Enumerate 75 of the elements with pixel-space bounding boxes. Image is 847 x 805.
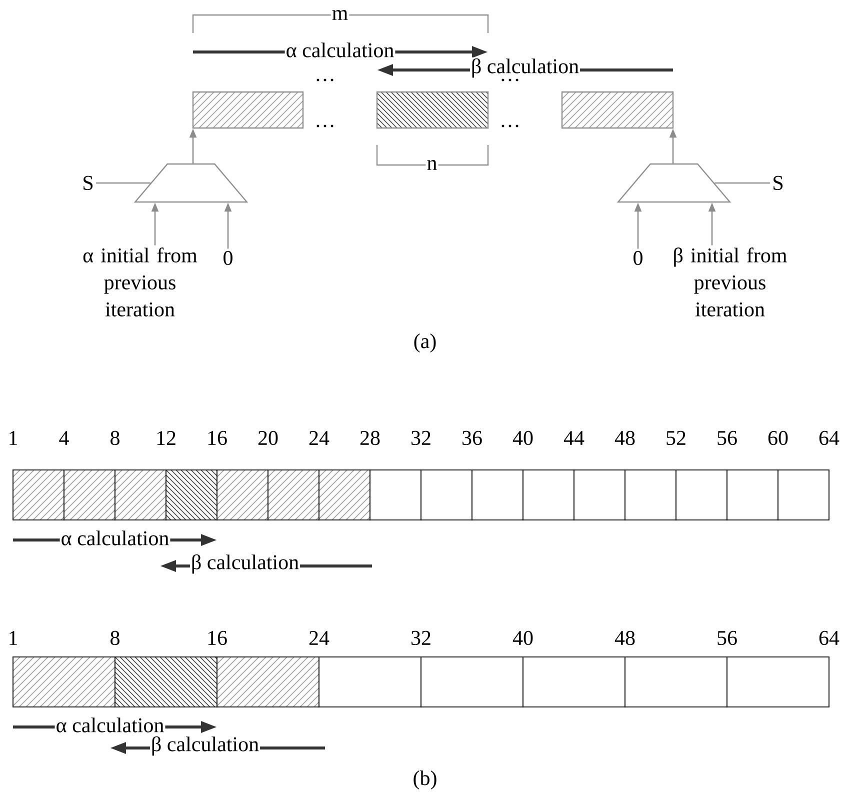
position-number: 32	[412, 630, 430, 646]
position-number: 28	[360, 430, 380, 446]
position-number: 36	[462, 430, 482, 446]
memory-cell	[318, 470, 370, 520]
position-number: 56	[718, 630, 737, 646]
position-number: 12	[157, 431, 176, 445]
hatched-block	[376, 91, 489, 129]
text-label: n	[426, 159, 438, 171]
memory-cell	[574, 470, 626, 520]
memory-cell	[12, 656, 116, 708]
arrow-label: β calculation	[150, 735, 260, 757]
memory-cell	[114, 656, 218, 708]
memory-cell	[216, 656, 320, 708]
position-number: 44	[564, 431, 584, 445]
connector-line	[96, 182, 150, 184]
position-number: 1	[10, 631, 17, 645]
connector-line	[714, 182, 770, 184]
input-label: α initial from previous iteration	[83, 247, 198, 316]
memory-cell	[268, 470, 320, 520]
arrow-label: β calculation	[470, 57, 580, 79]
position-number: 60	[768, 430, 788, 446]
text-label: …	[502, 124, 518, 128]
signal-label: 0	[634, 250, 642, 266]
text-label: m	[330, 9, 350, 21]
text-label: (a)	[414, 333, 436, 352]
position-number: 8	[110, 430, 120, 446]
memory-cell	[624, 470, 676, 520]
position-number: 48	[614, 630, 635, 646]
position-number: 40	[512, 430, 533, 446]
memory-cell	[318, 656, 422, 708]
signal-label: 0	[224, 250, 232, 266]
position-number: 56	[718, 430, 737, 446]
position-number: 8	[110, 630, 120, 646]
arrow-label: β calculation	[190, 553, 300, 575]
memory-cell	[676, 470, 728, 520]
memory-cell	[624, 656, 728, 708]
memory-cell	[522, 656, 626, 708]
signal-label: S	[84, 176, 93, 190]
hatched-block	[561, 91, 674, 129]
memory-cell	[778, 470, 830, 520]
text-label: …	[316, 78, 334, 82]
memory-cell	[472, 470, 524, 520]
arrow-label: α calculation	[60, 530, 170, 546]
memory-cell	[64, 470, 116, 520]
memory-cell	[726, 470, 778, 520]
position-number: 40	[512, 630, 533, 646]
position-number: 64	[819, 430, 840, 446]
position-number: 24	[309, 631, 330, 645]
text-label: …	[316, 124, 334, 128]
memory-cell	[166, 470, 218, 520]
position-number: 32	[412, 430, 430, 446]
memory-cell	[522, 470, 574, 520]
position-number: 20	[258, 430, 278, 446]
input-label: β initial from previous iteration	[674, 247, 787, 316]
position-number: 48	[614, 430, 635, 446]
arrow-label: α calculation	[284, 42, 396, 58]
position-number: 16	[208, 630, 227, 646]
memory-cell	[12, 470, 64, 520]
memory-cell	[216, 470, 268, 520]
text-label: (b)	[414, 770, 436, 790]
position-number: 52	[666, 430, 686, 446]
position-number: 24	[309, 431, 330, 445]
memory-cell	[726, 656, 830, 708]
text-label: …	[502, 78, 518, 82]
arrow-label: α calculation	[54, 716, 166, 734]
signal-label: S	[774, 176, 783, 190]
hatched-block	[192, 91, 304, 129]
memory-cell	[114, 470, 166, 520]
position-number: 16	[208, 430, 227, 446]
memory-cell	[420, 656, 524, 708]
memory-cell	[420, 470, 472, 520]
memory-cell	[370, 470, 422, 520]
position-number: 1	[10, 431, 17, 445]
position-number: 64	[819, 630, 840, 646]
position-number: 4	[59, 431, 69, 445]
